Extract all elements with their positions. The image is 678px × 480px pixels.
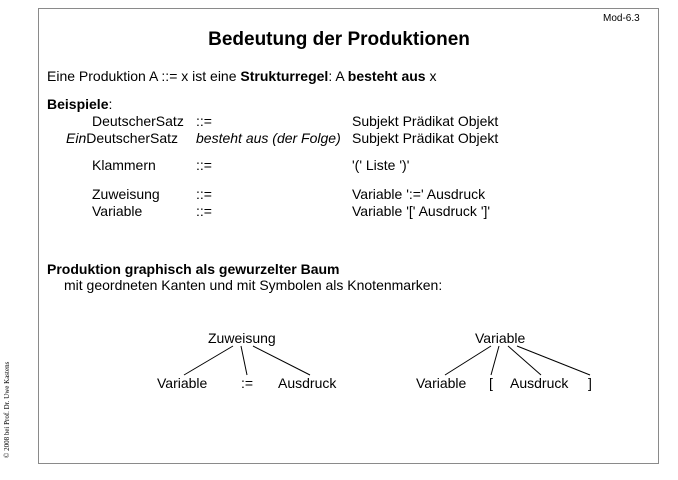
examples-heading: Beispiele: — [47, 96, 112, 112]
copyright-notice: © 2008 bei Prof. Dr. Uwe Kastens — [3, 361, 11, 458]
tree-2-edge-0 — [444, 345, 492, 376]
example-row-0-lhs: DeutscherSatz — [92, 113, 184, 129]
tree-2-child-1: [ — [489, 375, 493, 391]
tree-2-child-2: Ausdruck — [510, 375, 569, 391]
tree-2-child-0: Variable — [416, 375, 467, 391]
example-row-0-op: ::= — [196, 113, 212, 129]
example-row-4-lhs: Variable — [92, 203, 143, 219]
examples-heading-colon: : — [108, 96, 113, 112]
slide-title: Bedeutung der Produktionen — [208, 29, 470, 50]
example-row-4-op: ::= — [196, 203, 212, 219]
tree-1-root: Zuweisung — [208, 330, 276, 346]
tree-2-child-3: ] — [588, 375, 592, 391]
example-row-3-op: ::= — [196, 186, 212, 202]
tree-2-edge-3 — [516, 345, 591, 376]
slide-frame — [38, 8, 659, 464]
example-row-1-rhs: Subjekt Prädikat Objekt — [352, 130, 499, 146]
example-row-2-op: ::= — [196, 157, 212, 173]
example-row-0-rhs: Subjekt Prädikat Objekt — [352, 113, 499, 129]
tree-1-edge-1 — [240, 345, 248, 376]
example-row-4-rhs: Variable '[' Ausdruck ']' — [352, 203, 491, 219]
example-row-3-lhs: Zuweisung — [92, 186, 160, 202]
example-row-1-lhs-text: DeutscherSatz — [86, 130, 179, 146]
tree-section-subtext: mit geordneten Kanten und mit Symbolen a… — [64, 277, 443, 293]
intro-text-3: x — [425, 68, 437, 84]
tree-1-child-1: := — [241, 375, 254, 391]
tree-1-child-0: Variable — [157, 375, 208, 391]
tree-1-edge-2 — [252, 345, 311, 376]
example-row-3-rhs: Variable ':=' Ausdruck — [352, 186, 486, 202]
example-row-1-lhs: EinDeutscherSatz — [66, 130, 178, 146]
slide-number: Mod-6.3 — [603, 13, 640, 24]
example-row-2-rhs: '(' Liste ')' — [352, 157, 410, 173]
tree-2-edge-2 — [507, 345, 542, 376]
examples-heading-label: Beispiele — [47, 96, 109, 112]
intro-text-1: Eine Produktion A ::= x ist eine — [47, 68, 241, 84]
tree-2-edge-1 — [490, 345, 500, 376]
example-row-1-prefix: Ein — [66, 130, 87, 146]
tree-2-root: Variable — [475, 330, 526, 346]
example-row-2-lhs: Klammern — [92, 157, 156, 173]
tree-section-heading: Produktion graphisch als gewurzelter Bau… — [47, 261, 340, 277]
intro-text-2: : A — [328, 68, 348, 84]
tree-1-edge-0 — [183, 345, 234, 376]
intro-bold-strukturregel: Strukturregel — [240, 68, 329, 84]
intro-bold-besteht-aus: besteht aus — [347, 68, 426, 84]
tree-1-child-2: Ausdruck — [278, 375, 337, 391]
intro-line: Eine Produktion A ::= x ist eine Struktu… — [47, 68, 437, 84]
example-row-1-op: besteht aus (der Folge) — [196, 130, 341, 146]
